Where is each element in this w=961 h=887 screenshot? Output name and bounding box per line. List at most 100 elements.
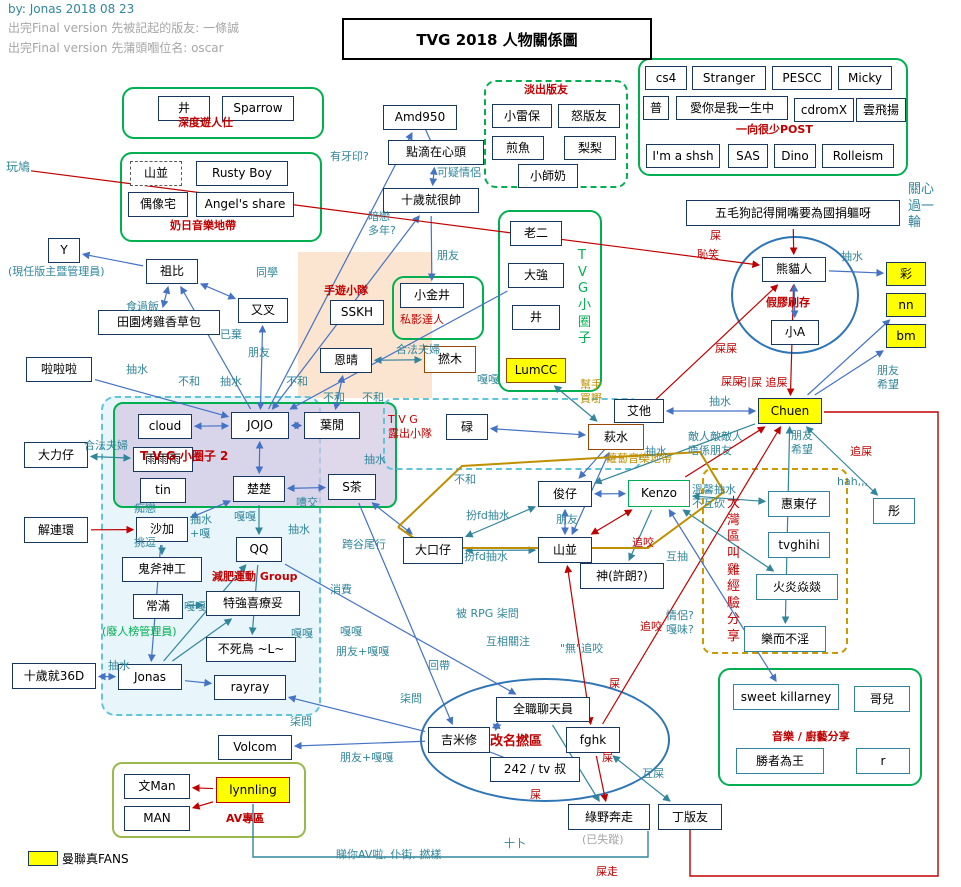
node-r: r (856, 748, 910, 774)
text-shi3: 屎 (602, 751, 613, 764)
node-jonas: Jonas (118, 664, 182, 690)
node-changman: 常滿 (133, 594, 183, 619)
node-rayray: rayray (214, 675, 286, 700)
node-dakouzai: 大口仔 (403, 537, 463, 564)
node-junzai: 俊仔 (538, 481, 592, 507)
edge-chuen-bm (814, 350, 884, 396)
node-tin: tin (140, 478, 186, 503)
node-xiaoshinai: 小師奶 (518, 164, 578, 188)
node-shen: 神(許朗?) (580, 563, 664, 589)
text-huxiang: 互相關注 (486, 635, 530, 648)
text-shishi1: 屎屎 (715, 342, 737, 355)
text-anlian: 暗戀 多年? (368, 210, 396, 238)
node-tianyuan: 田園烤雞香草包 (98, 310, 220, 335)
text-buhe5: 不和 (454, 473, 476, 486)
text-choushui3: 抽水 (841, 250, 863, 263)
node-shajia: 沙加 (136, 517, 188, 542)
node-enqing: 恩晴 (320, 348, 372, 373)
node-dingbanyou: 丁版友 (658, 804, 722, 830)
text-chixiao: 恥笑 (697, 248, 719, 261)
node-tv242: 242 / tv 叔 (490, 757, 580, 782)
node-ouxiangzhai: 偶像宅 (128, 192, 188, 217)
node-teqiang: 特強喜療妥 (206, 591, 300, 616)
node-wumaogou: 五毛狗記得開嘴要為國捐軀呀 (686, 200, 900, 226)
node-sweetk: sweet killarney (733, 684, 839, 710)
text-huidai: 回帶 (428, 659, 450, 672)
text-gaiminglbl: 改名撚區 (490, 734, 543, 749)
node-stranger: Stranger (692, 66, 766, 90)
text-shizong: (已失蹤) (582, 833, 624, 846)
node-legendswatch (28, 851, 58, 866)
node-lalala: 啦啦啦 (26, 357, 92, 382)
node-qiushui: 萩水 (588, 424, 644, 450)
node-yexian: 葉閒 (304, 412, 360, 439)
text-gaga3: 嘎嘎 (291, 627, 313, 640)
edge-zubi-tianyuan (160, 285, 171, 309)
text-choushui6: 抽水 (288, 523, 310, 536)
node-kenzo: Kenzo (628, 480, 690, 507)
text-pengyou3: 朋友 (556, 513, 578, 526)
node-diandi: 點滴在心頭 (388, 140, 484, 165)
text-pengyou2: 朋友 (248, 346, 270, 359)
text-shi4: 屎 (530, 788, 541, 801)
text-pyga1: 朋友+嘎嘎 (336, 645, 390, 658)
text-choushui5: 抽水 (645, 445, 667, 458)
text-buhe3: 不和 (323, 391, 345, 404)
text-pengyou1: 朋友 (437, 249, 459, 262)
group-gav (112, 762, 306, 838)
node-xiaoleibao: 小雷保 (492, 104, 552, 128)
note-2: 出完Final version 先蒲頭嗰位名: oscar (8, 41, 224, 55)
text-guanxin: 關心 過一 輪 (908, 182, 935, 231)
text-zhuiyao1: 追咬 (632, 536, 654, 549)
node-cdromx: cdromX (794, 98, 854, 122)
node-rustyboy: Rusty Boy (196, 161, 288, 186)
node-cloud: cloud (138, 414, 192, 439)
text-choushui8: 抽水 (108, 659, 130, 672)
text-choushui1: 抽水 (126, 363, 148, 376)
node-yuyuyu: 雨雨雨 (133, 447, 193, 472)
text-bangshou: 幫手 買嘢 (580, 378, 602, 406)
text-hefa2: 合法夫婦 (84, 439, 128, 452)
node-lvye: 綠野奔走 (568, 804, 650, 830)
text-gaga2: 嘎嘎 (234, 510, 256, 523)
text-youyayin: 有牙印? (330, 150, 369, 163)
node-dino: Dino (774, 144, 816, 168)
text-banfd1: 扮fd抽水 (466, 509, 510, 522)
node-nn: nn (886, 293, 926, 317)
node-geer: 哥兒 (854, 686, 910, 712)
node-lu: 碌 (446, 414, 488, 440)
node-pescc: PESCC (772, 66, 832, 90)
text-qiwen2: 柒問 (290, 715, 312, 728)
node-aita: 艾他 (614, 399, 664, 423)
text-wanjiu: 玩鳩 (6, 160, 31, 174)
node-angelsshare: Angel's share (196, 192, 294, 217)
text-yiqi: 已棄 (220, 328, 242, 341)
text-tiaodou: 挑逗 (134, 536, 156, 549)
node-jojo: JOJO (231, 412, 289, 439)
text-dawanlbl: 大 灣 區 叫 雞 經 驗 分 享 (727, 496, 741, 644)
text-keyi: 可疑情侶 (437, 166, 481, 179)
node-y: Y (48, 238, 80, 263)
text-qiwen1: 柒問 (400, 692, 422, 705)
node-jing1: 井 (158, 96, 210, 121)
text-hah: hah,,, (837, 475, 869, 488)
byline: by: Jonas 2018 08 23 (8, 2, 135, 16)
text-shouyou: 手遊小隊 (324, 284, 368, 297)
text-manlian: 曼聯真FANS (62, 852, 129, 866)
text-csga: 抽水 +嘎 (190, 513, 212, 541)
text-yinshi: 引屎 追屎 (740, 376, 788, 389)
node-lynnling: lynnling (216, 777, 290, 803)
node-qq: QQ (236, 537, 282, 562)
node-quanzhi: 全職聊天員 (496, 697, 590, 722)
node-huidongzai: 惠東仔 (768, 491, 830, 517)
node-amd950: Amd950 (383, 105, 457, 130)
node-chuen: Chuen (758, 398, 822, 424)
node-imashsh: I'm a shsh (646, 144, 720, 168)
text-choushui2: 抽水 (220, 375, 242, 388)
group-gyixiang (638, 58, 908, 176)
node-xiaojinjing: 小金井 (400, 283, 464, 308)
node-youcha: 又叉 (238, 298, 288, 323)
node-cai: 彩 (886, 262, 926, 286)
node-ainishi: 愛你是我一生中 (676, 96, 788, 120)
